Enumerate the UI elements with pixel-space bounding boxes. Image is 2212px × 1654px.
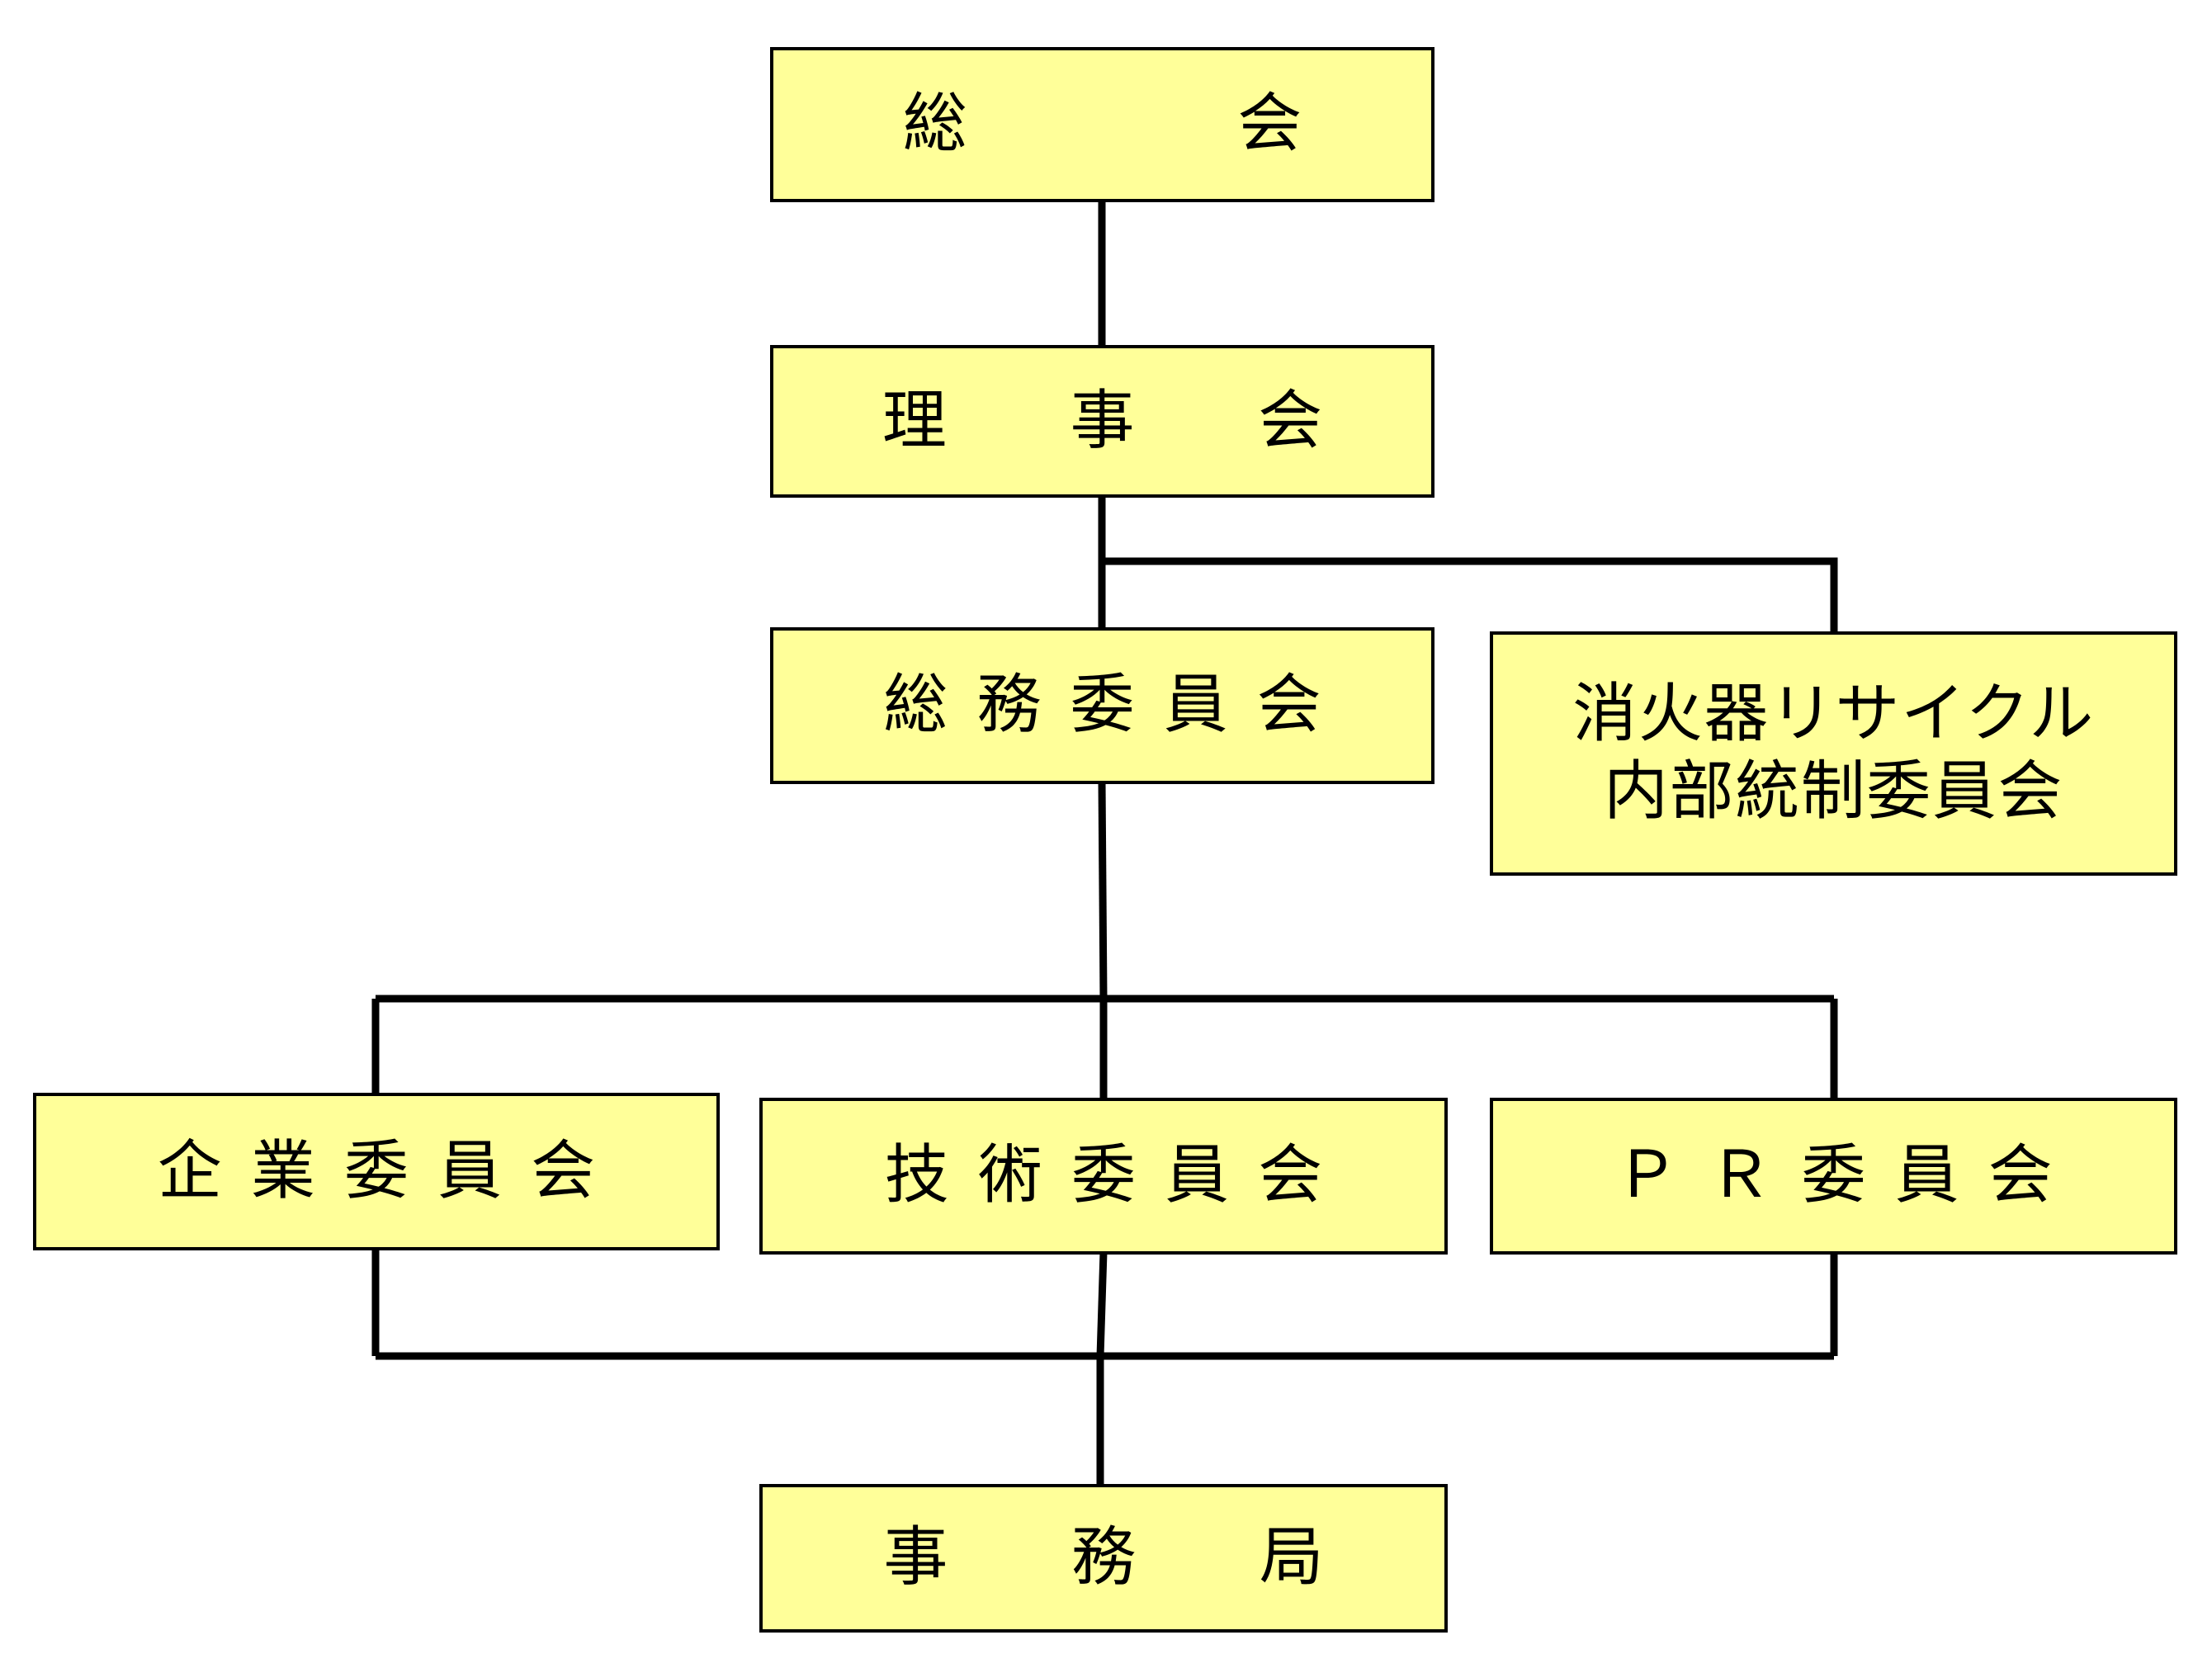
connector-board-recycle [1102, 557, 1838, 631]
node-enterprise-committee-label: 企業委員会 [157, 1133, 625, 1208]
node-general-assembly-label: 総 会 [902, 87, 1406, 162]
node-recycle-line-1: 消火器リサイクル [1572, 677, 2095, 752]
connector-from-technical [1096, 1251, 1108, 1357]
node-technical-committee: 技術委員会 [759, 1098, 1448, 1255]
node-pr-committee: ＰＲ委員会 [1490, 1098, 2177, 1255]
node-board: 理 事 会 [770, 345, 1434, 498]
node-board-label: 理 事 会 [881, 383, 1374, 458]
node-enterprise-committee: 企業委員会 [33, 1093, 720, 1250]
node-general-affairs-committee: 総務委員会 [770, 627, 1434, 784]
node-general-affairs-committee-label: 総務委員会 [883, 668, 1350, 743]
node-pr-committee-label: ＰＲ委員会 [1614, 1138, 2082, 1213]
node-recycle-internal-control-committee: 消火器リサイクル 内部統制委員会 [1490, 631, 2177, 876]
node-secretariat: 事 務 局 [759, 1484, 1448, 1633]
connector-general-affairs-down [1098, 781, 1108, 999]
node-general-assembly: 総 会 [770, 47, 1434, 202]
node-recycle-line-2: 内部統制委員会 [1604, 754, 2063, 829]
node-secretariat-label: 事 務 局 [883, 1520, 1375, 1595]
node-technical-committee-label: 技術委員会 [884, 1138, 1352, 1213]
